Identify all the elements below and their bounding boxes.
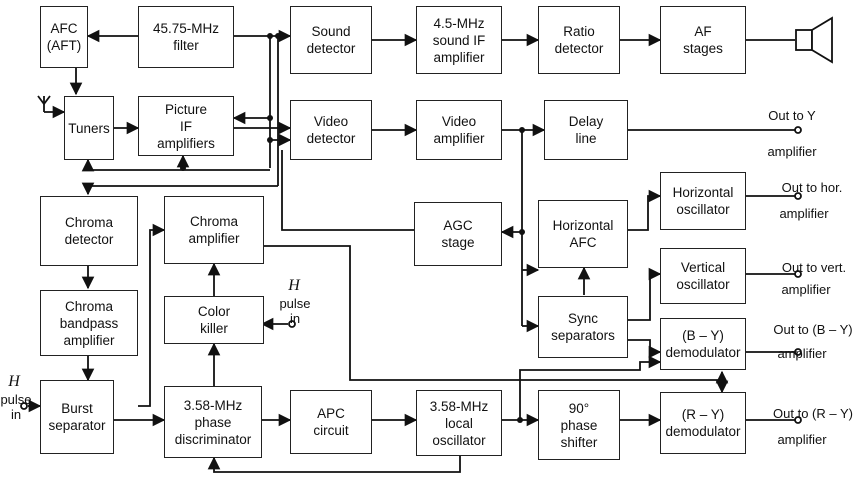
color-killer-block: Color killer [164, 296, 264, 344]
out-vert-amp-label: amplifier [781, 282, 831, 297]
chroma-amplifier-block: Chroma amplifier [164, 196, 264, 264]
burst-separator-block: Burst separator [40, 380, 114, 454]
h-pulse-mid-label: pulse in [279, 296, 311, 326]
out-by-amp-label: amplifier [777, 346, 827, 361]
out-vert-label: Out to vert. [781, 260, 847, 275]
horizontal-afc-block: Horizontal AFC [538, 200, 628, 268]
video-amplifier-block: Video amplifier [416, 100, 502, 160]
sound-detector-block: Sound detector [290, 6, 372, 74]
afc-block: AFC (AFT) [40, 6, 88, 68]
by-demodulator-block: (B – Y) demodulator [660, 318, 746, 370]
vertical-oscillator-block: Vertical oscillator [660, 248, 746, 304]
out-ry-amp-label: amplifier [777, 432, 827, 447]
sound-if-amplifier-block: 4.5-MHz sound IF amplifier [416, 6, 502, 74]
h-pulse-mid-symbol: H [288, 277, 300, 294]
out-y-label: Out to Y [768, 108, 816, 123]
chroma-bandpass-block: Chroma bandpass amplifier [40, 290, 138, 356]
af-stages-block: AF stages [660, 6, 746, 74]
out-ry-label: Out to (R – Y) [773, 406, 853, 421]
ry-demodulator-block: (R – Y) demodulator [660, 392, 746, 454]
out-by-label: Out to (B – Y) [773, 322, 853, 337]
video-detector-block: Video detector [290, 100, 372, 160]
local-oscillator-block: 3.58-MHz local oscillator [416, 390, 502, 456]
apc-circuit-block: APC circuit [290, 390, 372, 454]
phase-shifter-block: 90° phase shifter [538, 390, 620, 460]
out-y-amp-label: amplifier [767, 144, 817, 159]
horizontal-oscillator-block: Horizontal oscillator [660, 172, 746, 230]
ratio-detector-block: Ratio detector [538, 6, 620, 74]
chroma-detector-block: Chroma detector [40, 196, 138, 266]
phase-discriminator-block: 3.58-MHz phase discriminator [164, 386, 262, 458]
out-hor-label: Out to hor. [781, 180, 843, 195]
tuners-block: Tuners [64, 96, 114, 160]
agc-stage-block: AGC stage [414, 202, 502, 266]
out-hor-amp-label: amplifier [779, 206, 829, 221]
sync-separators-block: Sync separators [538, 296, 628, 358]
delay-line-block: Delay line [544, 100, 628, 160]
h-pulse-left-symbol: H [8, 373, 20, 390]
h-pulse-left-label: pulse in [0, 392, 32, 422]
picture-if-block: Picture IF amplifiers [138, 96, 234, 156]
filter-4575-block: 45.75-MHz filter [138, 6, 234, 68]
